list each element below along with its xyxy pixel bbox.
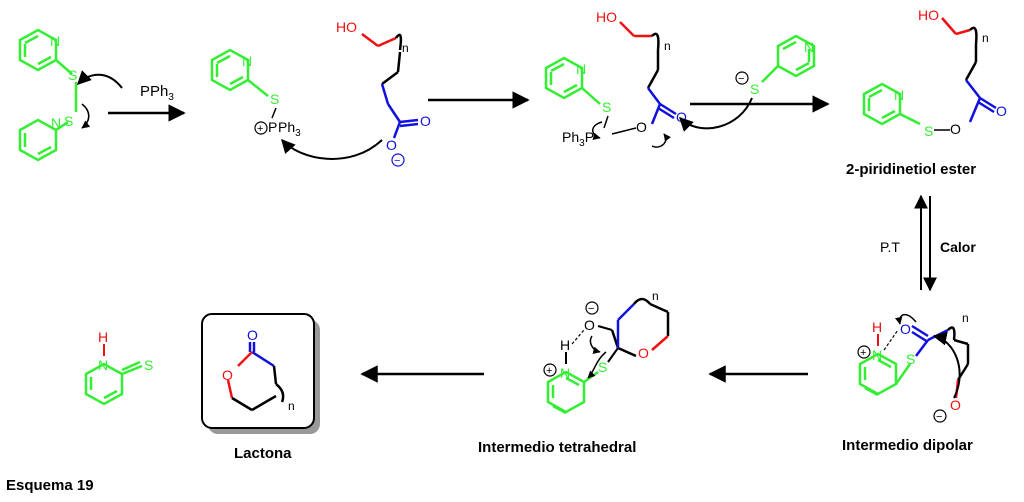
carbonyl-o-label: O (996, 103, 1007, 119)
svg-text:+: + (860, 347, 866, 359)
sulfur-label: S (68, 67, 77, 83)
minus-charge (735, 71, 749, 85)
curved-arrow (651, 133, 672, 148)
pyridine-n-label: N (576, 61, 586, 77)
ester-o-label: O (950, 121, 961, 137)
svg-text:+: + (257, 123, 263, 135)
phosphonium-pyridylthio (210, 48, 269, 97)
svg-text:+: + (546, 365, 552, 377)
tetrahedral-ring (610, 297, 670, 358)
curved-arrow (592, 121, 603, 140)
ring-o-label: O (638, 345, 649, 361)
minus-charge (585, 301, 599, 315)
carbonyl-o-label: O (420, 113, 431, 129)
svg-text:−: − (738, 73, 744, 85)
svg-text:−: − (936, 411, 942, 423)
pyridinethione (84, 360, 143, 406)
thione-s-label: S (144, 357, 153, 373)
tetrahedral-caption: Intermedio tetrahedral (478, 439, 636, 456)
scheme-caption: Esquema 19 (6, 477, 94, 494)
alkoxide-o-label: O (584, 317, 595, 333)
pyridinium-n-label: N (560, 365, 570, 381)
plus-charge (543, 363, 557, 377)
sulfur-label: S (270, 91, 279, 107)
curved-arrow (587, 351, 607, 379)
hydrogen-label: H (560, 337, 570, 353)
curved-arrow (895, 313, 917, 325)
sulfur-label: S (924, 123, 933, 139)
pyridine-n-label: N (894, 87, 904, 103)
hydroxyl-label: HO (336, 19, 357, 35)
sulfur-label: S (906, 351, 915, 367)
h-bond (571, 329, 585, 345)
pyridinium-n-label: N (872, 347, 882, 363)
svg-text:−: − (394, 155, 400, 167)
lactone-carbonyl-o: O (247, 327, 258, 343)
carboxylate-o-label: O (386, 137, 397, 153)
curved-arrow (81, 103, 91, 129)
repeat-n-label: n (288, 399, 295, 413)
hydroxy-carboxylate (361, 33, 419, 139)
hydroxyl-label: HO (918, 7, 939, 23)
repeat-n-label: n (664, 39, 671, 53)
pyridine-n-label: N (242, 53, 252, 69)
dipolar-caption: Intermedio dipolar (842, 437, 973, 454)
alkoxide-o-label: O (950, 397, 961, 413)
minus-charge (933, 409, 947, 423)
carbonyl-o-label: O (900, 321, 911, 337)
curved-arrow (679, 97, 753, 132)
minus-charge (391, 153, 405, 167)
pph3-reagent: PPh3 (140, 83, 174, 103)
pyridine-n-label: N (50, 33, 60, 49)
plus-charge (254, 121, 268, 135)
curved-arrow (932, 331, 961, 399)
curved-arrow (281, 138, 383, 160)
ph3p-label: Ph3P (562, 129, 594, 149)
proton-transfer-label: P.T (880, 239, 900, 255)
repeat-n-label: n (962, 311, 969, 325)
acyloxyphosphonium-pyridyl (544, 56, 601, 105)
thione-n-label: N (98, 357, 108, 373)
ester-caption: 2-piridinetiol ester (846, 161, 976, 178)
sulfur-label: S (64, 113, 73, 129)
thiol-ester-chain (941, 17, 997, 123)
acyl-chain (619, 21, 677, 125)
curved-arrow (77, 70, 123, 89)
lactone-box (201, 313, 315, 429)
tetrahedral-pyridinium (546, 370, 599, 415)
pyridine-n-label: N (51, 115, 61, 131)
lactone-caption: Lactona (234, 445, 292, 462)
curved-arrow (589, 335, 601, 354)
thiolate-s-label: S (750, 81, 759, 97)
hydrogen-label: H (872, 319, 882, 335)
repeat-n-label: n (982, 31, 989, 45)
phosphonium-label: PPPh3 (268, 119, 301, 139)
svg-text:−: − (588, 303, 594, 315)
carbonyl-o-label: O (676, 109, 687, 125)
sulfur-label: S (598, 359, 607, 375)
pyridinethiolate (761, 34, 816, 83)
dipolar-chain (911, 324, 970, 399)
pyridine-n-label: N (804, 39, 814, 55)
repeat-n-label: n (402, 41, 409, 55)
dipolar-pyridinium (858, 352, 912, 397)
heat-label: Calor (940, 239, 976, 255)
h-bond (883, 329, 899, 351)
lactone-ring (226, 342, 285, 412)
plus-charge (857, 345, 871, 359)
lactone-ring-o: O (222, 367, 233, 383)
dipyridyl-disulfide (18, 28, 78, 162)
repeat-n-label: n (652, 289, 659, 303)
hydroxyl-label: HO (596, 9, 617, 25)
sulfur-label: S (602, 99, 611, 115)
thiol-ester-pyridyl (862, 82, 921, 126)
hydrogen-label: H (98, 329, 108, 345)
ester-o-label: O (636, 119, 647, 135)
